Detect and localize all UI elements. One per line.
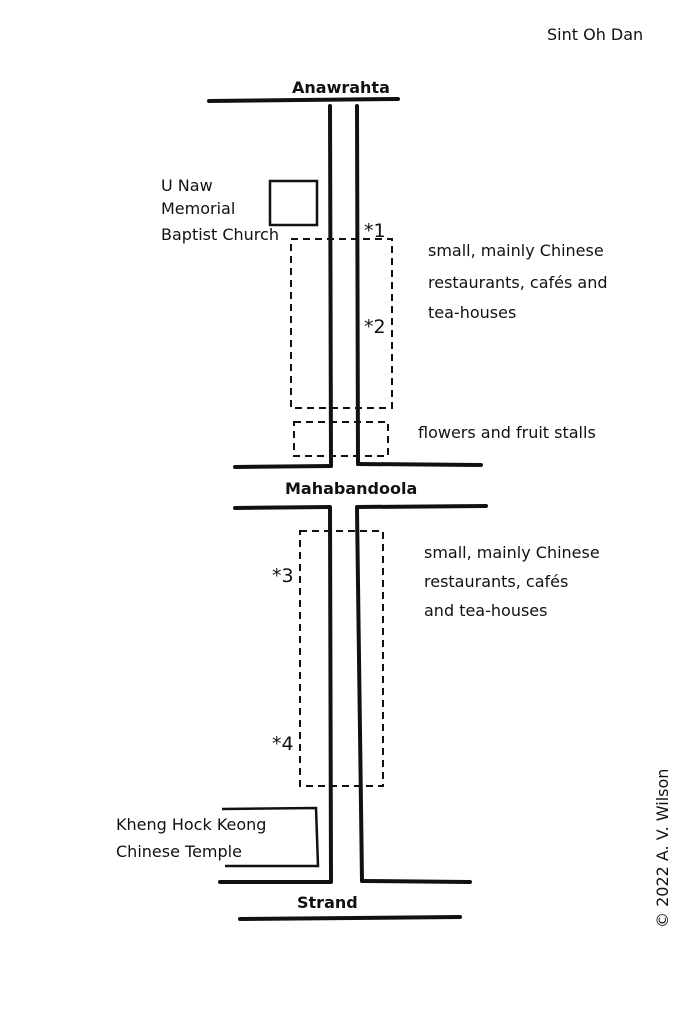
road-mahabandoola-north-east xyxy=(356,462,483,467)
road-label-strand: Strand xyxy=(297,893,358,912)
marker-2: *2 xyxy=(364,316,386,338)
road-sintohdan-east xyxy=(355,104,360,466)
marker-4: *4 xyxy=(272,733,294,755)
stalls-area xyxy=(293,421,389,457)
road-anawrahta-edge xyxy=(207,97,400,103)
road-mahabandoola-north-west xyxy=(233,464,333,469)
road-label-mahabandoola: Mahabandoola xyxy=(285,479,417,498)
road-strand-south xyxy=(238,915,462,921)
north-shops-area xyxy=(290,238,393,409)
marker-3: *3 xyxy=(272,565,294,587)
north-shops-label: small, mainly Chinese restaurants, cafés… xyxy=(428,241,613,322)
road-label-anawrahta: Anawrahta xyxy=(292,78,390,97)
temple-label: Kheng Hock Keong Chinese Temple xyxy=(116,815,272,861)
road-sintohdan-west xyxy=(328,104,333,468)
road-mahabandoola-south-west xyxy=(233,505,332,510)
stalls-label: flowers and fruit stalls xyxy=(418,423,596,442)
temple-building xyxy=(221,806,320,868)
road-sintohdan-south-west xyxy=(328,507,333,883)
church-building xyxy=(268,179,319,227)
church-label: U Naw Memorial Baptist Church xyxy=(161,176,279,244)
south-shops-area xyxy=(299,530,384,787)
road-strand-north-east xyxy=(360,879,472,884)
south-shops-label: small, mainly Chinese restaurants, cafés… xyxy=(424,543,605,620)
road-mahabandoola-south-east xyxy=(355,504,488,509)
copyright: © 2022 A. V. Wilson xyxy=(653,769,672,928)
road-sintohdan-south-east xyxy=(355,507,364,883)
marker-1: *1 xyxy=(364,220,386,242)
map-title: Sint Oh Dan xyxy=(547,25,643,44)
